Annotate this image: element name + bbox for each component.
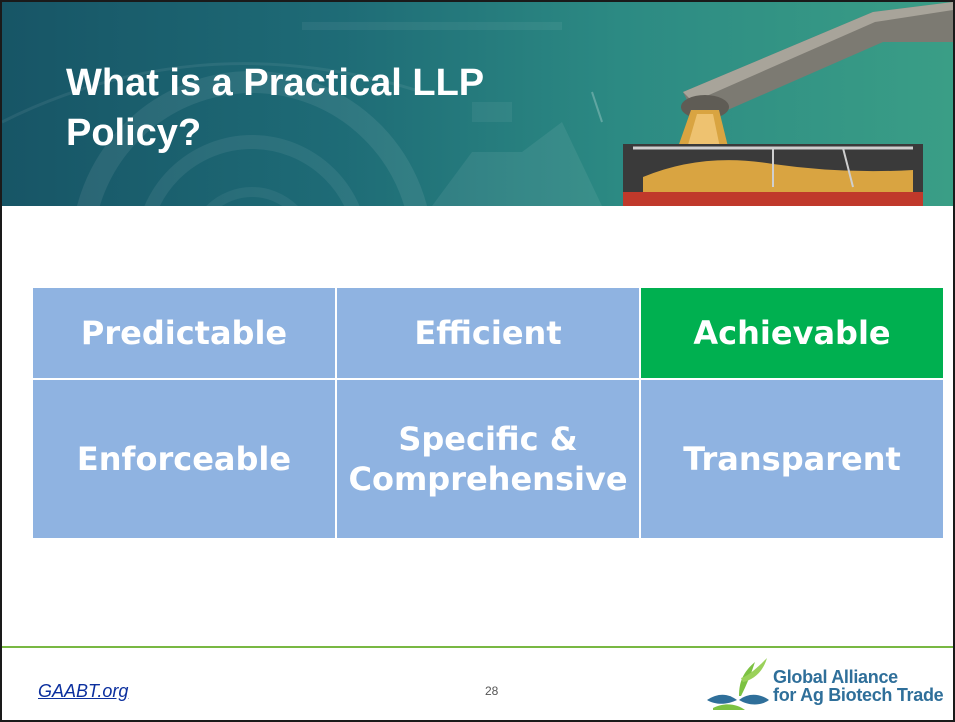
- attribute-cell-specific-comprehensive: Specific & Comprehensive: [337, 380, 639, 538]
- attribute-label: Specific & Comprehensive: [348, 420, 628, 498]
- grain-harvest-image: [623, 2, 953, 206]
- attribute-cell-efficient: Efficient: [337, 288, 639, 378]
- attribute-label: Efficient: [414, 314, 562, 352]
- footer-divider: [2, 646, 953, 648]
- attributes-grid: Predictable Efficient Achievable Enforce…: [33, 288, 943, 540]
- attribute-label: Transparent: [683, 440, 901, 478]
- slide-title: What is a Practical LLP Policy?: [66, 62, 484, 154]
- logo-line-1: Global Alliance: [773, 667, 898, 687]
- gaabt-logo: Global Alliance for Ag Biotech Trade: [705, 656, 945, 712]
- attribute-label: Enforceable: [76, 440, 292, 478]
- attribute-cell-achievable: Achievable: [641, 288, 943, 378]
- title-banner: What is a Practical LLP Policy?: [2, 2, 953, 206]
- attribute-cell-enforceable: Enforceable: [33, 380, 335, 538]
- attribute-cell-predictable: Predictable: [33, 288, 335, 378]
- logo-text: Global Alliance for Ag Biotech Trade: [773, 667, 944, 705]
- gaabt-logo-icon: [707, 658, 769, 710]
- logo-line-2: for Ag Biotech Trade: [773, 685, 944, 705]
- attribute-label: Achievable: [693, 314, 891, 352]
- circuit-pattern-icon: [2, 22, 603, 206]
- gaabt-link[interactable]: GAABT.org: [38, 681, 129, 701]
- page-number: 28: [485, 684, 499, 698]
- attribute-cell-transparent: Transparent: [641, 380, 943, 538]
- attribute-label: Predictable: [80, 314, 288, 352]
